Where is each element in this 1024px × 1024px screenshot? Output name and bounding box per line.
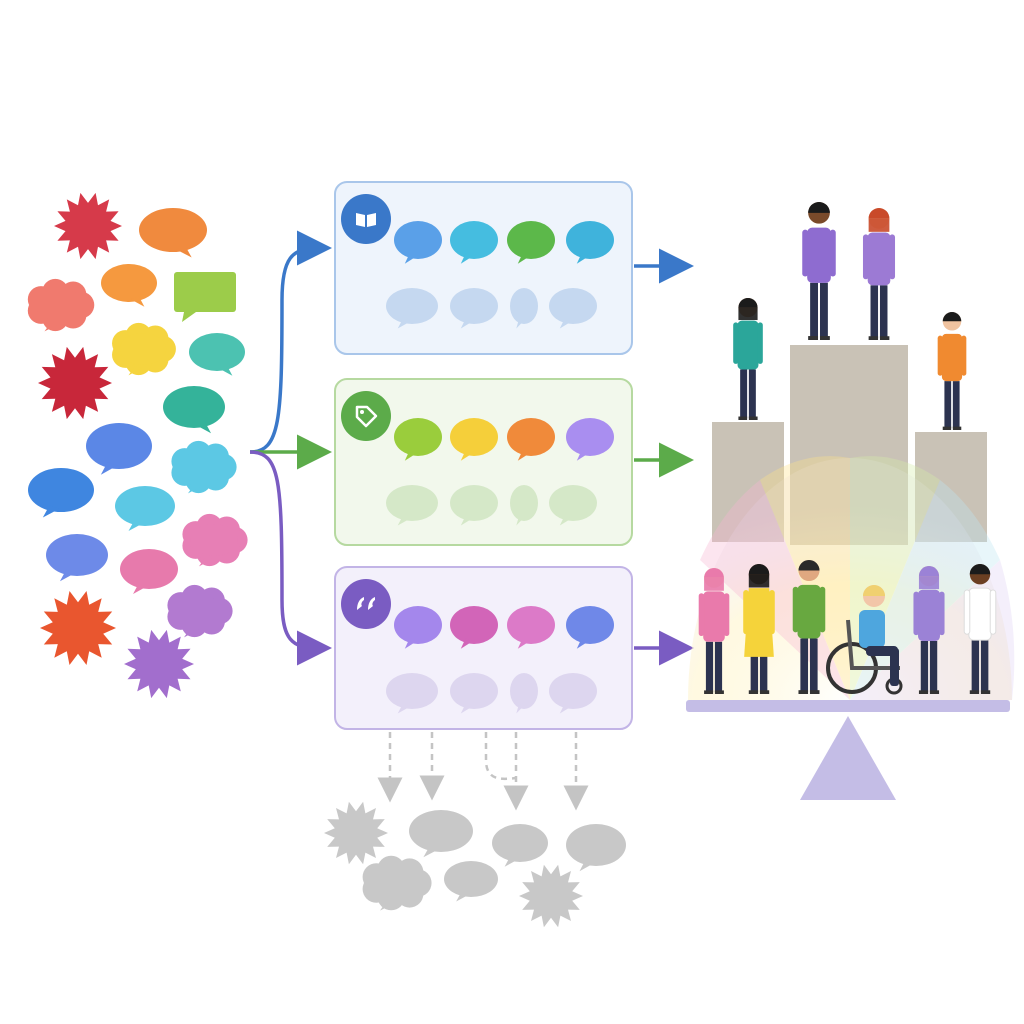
arrow-to-knowledge xyxy=(249,230,332,454)
quotes-faded-bubble xyxy=(386,673,438,714)
person-bottom-6 xyxy=(963,564,997,694)
knowledge-faded-bubble xyxy=(386,288,438,329)
discarded-speech-bubble xyxy=(566,824,626,872)
panel-quotes xyxy=(334,566,633,730)
tag-icon xyxy=(341,391,391,441)
output-arrows xyxy=(634,248,694,666)
knowledge-faded-bubble xyxy=(510,288,538,329)
input-speech-bubble xyxy=(28,468,94,518)
person-bottom-5 xyxy=(913,566,945,694)
quote-icon xyxy=(341,579,391,629)
input-starburst xyxy=(38,346,112,420)
person-bottom-1 xyxy=(698,568,730,694)
tagging-faded-bubble xyxy=(549,485,597,526)
input-speech-bubble xyxy=(86,423,152,475)
tagging-selected-bubble xyxy=(507,418,555,461)
person-bottom-2 xyxy=(743,564,775,694)
arrow-to-quotes xyxy=(249,450,332,666)
input-speech-bubble xyxy=(120,549,178,594)
quotes-faded-bubble xyxy=(450,673,498,714)
input-cloud-bubble xyxy=(27,278,95,332)
input-speech-bubble xyxy=(189,333,245,376)
discarded-cloud-bubble xyxy=(362,855,432,911)
input-starburst xyxy=(54,192,122,260)
input-bubble-cloud xyxy=(27,192,248,699)
person-podium-center-right xyxy=(862,208,896,340)
quotes-selected-bubble xyxy=(394,606,442,649)
tagging-faded-bubble xyxy=(450,485,498,526)
input-rect-bubble xyxy=(174,272,236,322)
quotes-faded-bubble xyxy=(510,673,538,714)
person-bottom-3 xyxy=(792,560,826,694)
tagging-faded-bubble xyxy=(510,485,538,526)
input-starburst xyxy=(40,591,116,665)
person-podium-left xyxy=(733,298,763,420)
input-speech-bubble xyxy=(139,208,207,258)
knowledge-faded-bubble xyxy=(549,288,597,329)
discarded-speech-bubble xyxy=(444,861,498,902)
knowledge-faded-bubble xyxy=(450,288,498,329)
tagging-faded-bubble xyxy=(386,485,438,526)
input-speech-bubble xyxy=(115,486,175,531)
panel-tagging xyxy=(334,378,633,546)
person-wheelchair xyxy=(826,585,903,695)
discarded-speech-bubble xyxy=(492,824,548,867)
input-speech-bubble xyxy=(46,534,108,582)
panel-knowledge xyxy=(334,181,633,355)
discarded-bubbles xyxy=(324,801,626,928)
input-cloud-bubble xyxy=(167,584,233,638)
knowledge-selected-bubble xyxy=(394,221,442,264)
input-cloud-bubble xyxy=(112,322,176,376)
person-podium-center-left xyxy=(802,201,836,340)
book-icon xyxy=(341,194,391,244)
input-speech-bubble xyxy=(163,386,225,434)
discard-arrows xyxy=(377,732,589,811)
input-cloud-bubble xyxy=(182,513,248,567)
discarded-speech-bubble xyxy=(409,810,473,858)
knowledge-selected-bubble xyxy=(450,221,498,264)
discarded-starburst xyxy=(519,864,583,928)
quotes-selected-bubble xyxy=(566,606,614,649)
tagging-selected-bubble xyxy=(394,418,442,461)
knowledge-selected-bubble xyxy=(507,221,555,264)
category-panels xyxy=(334,181,633,730)
quotes-selected-bubble xyxy=(507,606,555,649)
tagging-selected-bubble xyxy=(566,418,614,461)
quotes-selected-bubble xyxy=(450,606,498,649)
balance-beam xyxy=(686,700,1010,712)
input-starburst xyxy=(124,629,194,699)
knowledge-selected-bubble xyxy=(566,221,614,264)
quotes-faded-bubble xyxy=(549,673,597,714)
input-cloud-bubble xyxy=(171,440,237,494)
balance-fulcrum xyxy=(800,716,896,800)
people-group xyxy=(698,201,997,695)
split-arrows xyxy=(249,230,332,666)
person-podium-right xyxy=(937,311,967,430)
input-speech-bubble xyxy=(101,264,157,307)
discarded-starburst xyxy=(324,801,388,865)
discard-arrow xyxy=(484,732,517,781)
tagging-selected-bubble xyxy=(450,418,498,461)
balanced-representation-scene xyxy=(686,201,1015,800)
